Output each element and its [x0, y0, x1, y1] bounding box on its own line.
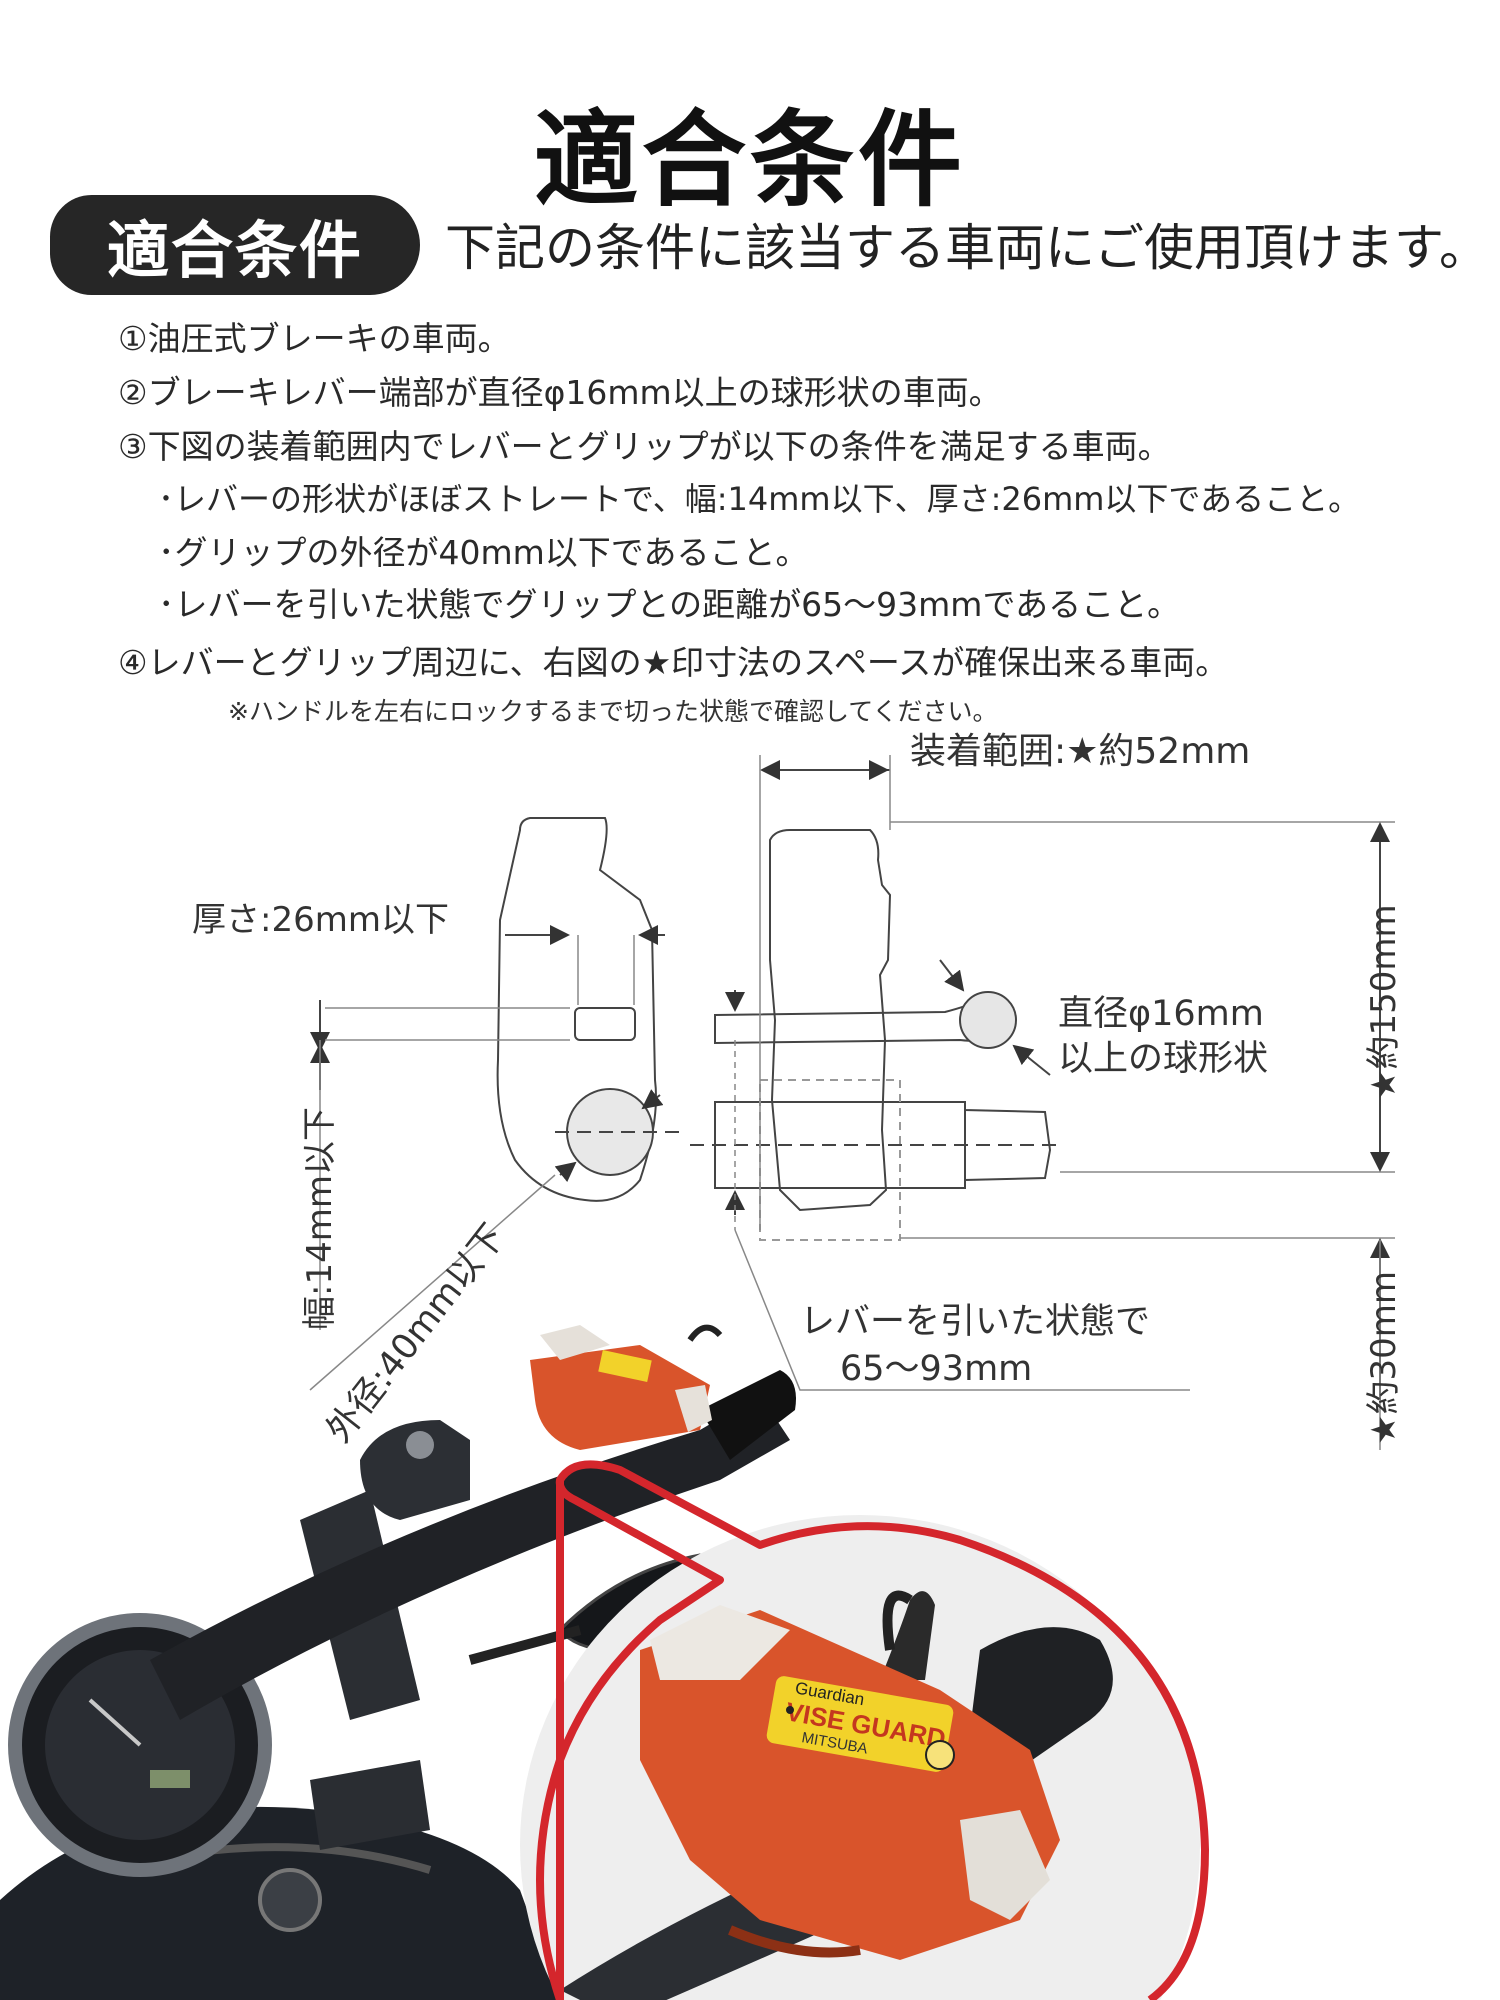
zoom-callout: Guardian VISE GUARD MITSUBA	[520, 1460, 1209, 2000]
grip-bar	[714, 1101, 1052, 1189]
thickness-label: 厚さ:26mm以下	[192, 900, 449, 940]
condition-note: ※ハンドルを左右にロックするまで切った状態で確認してください。	[228, 697, 998, 726]
height-30-label: ★約30mm	[1364, 1271, 1404, 1445]
pull-distance-label: 65～93mm	[840, 1349, 1033, 1389]
condition-3: ③下図の装着範囲内でレバーとグリップが以下の条件を満足する車両。	[118, 427, 1171, 466]
conditions-badge: 適合条件	[50, 195, 420, 295]
lever-section-rect	[574, 1007, 636, 1041]
lever-ball	[959, 991, 1017, 1049]
condition-3b: ･グリップの外径が40mm以下であること。	[158, 533, 809, 572]
ball-diameter-label: 直径φ16mm	[1058, 994, 1264, 1034]
height-150-label: ★約150mm	[1364, 904, 1404, 1100]
grip-front-outline	[769, 829, 892, 1212]
condition-3a: ･レバーの形状がほぼストレートで、幅:14mm以下、厚さ:26mm以下であること…	[158, 480, 1361, 518]
ball-shape-label: 以上の球形状	[1058, 1039, 1269, 1079]
lever-side-outline	[496, 817, 657, 1202]
condition-2: ②ブレーキレバー端部が直径φ16mm以上の球形状の車両。	[118, 373, 1002, 412]
lead-text: 下記の条件に該当する車両にご使用頂けます。	[445, 219, 1489, 277]
width-label: 幅:14mm以下	[300, 1107, 340, 1330]
condition-3c: ･レバーを引いた状態でグリップとの距離が65～93mmであること。	[158, 585, 1181, 624]
page-title: 適合条件	[533, 99, 966, 221]
mounting-range-label: 装着範囲:★約52mm	[910, 731, 1251, 772]
condition-1: ①油圧式ブレーキの車両。	[118, 319, 511, 358]
condition-4: ④レバーとグリップ周辺に、右図の★印寸法のスペースが確保出来る車両。	[118, 643, 1229, 682]
vise-guard-lock	[640, 1610, 1060, 1960]
pull-state-label: レバーを引いた状態で	[800, 1302, 1151, 1342]
